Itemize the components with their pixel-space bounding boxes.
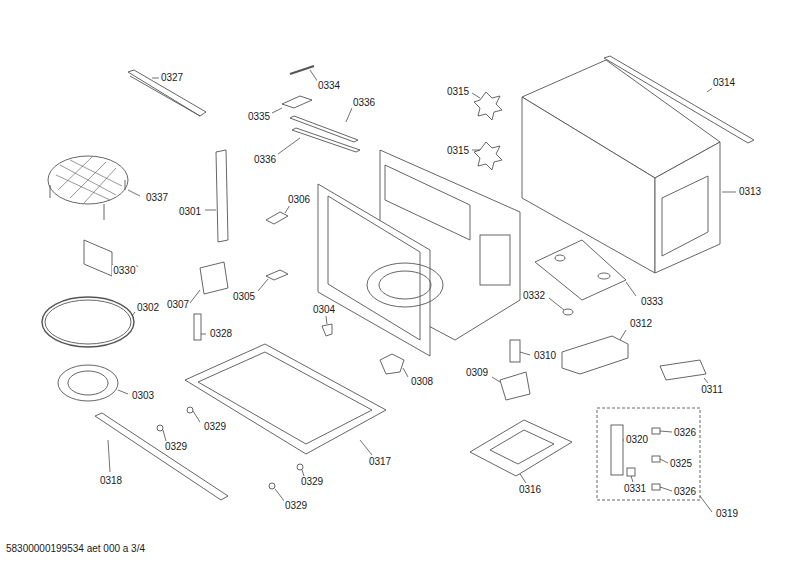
callout-number: 0326 [673, 427, 697, 439]
callout-number: 0315 [446, 145, 470, 157]
callout-number: 0304 [312, 304, 336, 316]
callout-number: 0308 [410, 376, 434, 388]
callout-number: 0314 [712, 77, 736, 89]
callout-number: 0320 [625, 434, 649, 446]
callout-number: 0311 [700, 384, 724, 396]
callout-number: 0332 [522, 290, 546, 302]
callout-number: 0335 [247, 111, 271, 123]
callout-number: 0333 [640, 296, 664, 308]
document-number: 58300000199534 aet 000 a 3/4 [5, 543, 146, 555]
callout-number: 0330` [112, 265, 140, 277]
callout-number: 0302 [136, 302, 160, 314]
callout-number: 0317 [368, 456, 392, 468]
callout-number: 0336 [253, 154, 277, 166]
callout-number: 0329 [300, 476, 324, 488]
callout-number: 0306 [287, 194, 311, 206]
callout-number: 0329 [284, 500, 308, 512]
callout-number: 0315 [446, 86, 470, 98]
callout-number: 0301 [178, 206, 202, 218]
callout-number: 0328 [209, 328, 233, 340]
callout-number: 0327 [160, 72, 184, 84]
callout-number: 0310 [533, 350, 557, 362]
callout-number: 0329 [203, 421, 227, 433]
callout-number: 0326 [673, 486, 697, 498]
callout-number: 0334 [317, 80, 341, 92]
callout-number: 0329 [164, 441, 188, 453]
callout-number: 0319 [715, 508, 739, 520]
callout-number: 0313 [738, 186, 762, 198]
callout-number: 0318 [99, 475, 123, 487]
callout-number: 0305 [232, 291, 256, 303]
callout-number: 0312 [629, 318, 653, 330]
callout-number: 0309 [465, 367, 489, 379]
callout-number: 0336 [352, 97, 376, 109]
callout-number: 0331 [623, 483, 647, 495]
callout-number: 0303 [131, 390, 155, 402]
callout-number: 0307 [166, 299, 190, 311]
callout-number: 0337 [145, 192, 169, 204]
callout-number: 0316 [518, 484, 542, 496]
callout-number: 0325 [669, 458, 693, 470]
